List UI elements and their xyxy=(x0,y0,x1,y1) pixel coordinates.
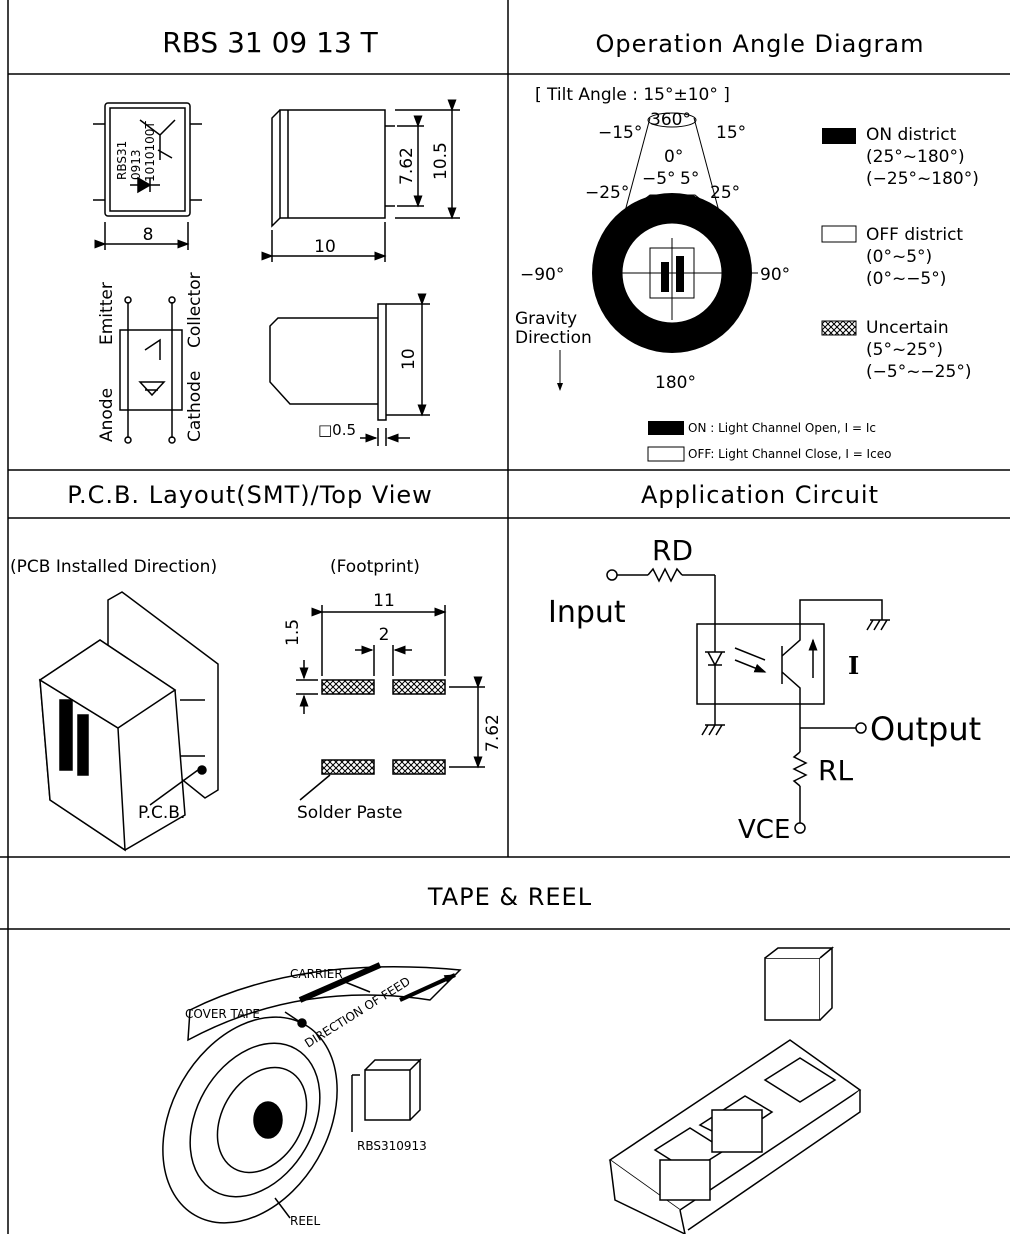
angle-p90: 90° xyxy=(760,265,790,285)
footprint-dim-762: 7.62 xyxy=(483,714,503,752)
pcb-layout-header: P.C.B. Layout(SMT)/Top View xyxy=(67,481,433,509)
reel-label: REEL xyxy=(290,1214,321,1228)
dim-length: 10 xyxy=(314,237,336,257)
package-front-view xyxy=(269,293,430,446)
angle-p25: 25° xyxy=(710,183,740,203)
footprint-label: (Footprint) xyxy=(330,557,420,577)
dim-height-762: 7.62 xyxy=(397,147,417,185)
angle-p15: 15° xyxy=(716,123,746,143)
part-number-label: RBS310913 xyxy=(357,1139,427,1153)
legend-off-range1: (0°~5°) xyxy=(866,247,932,267)
cover-tape-label: COVER TAPE xyxy=(185,1007,260,1021)
legend-uncertain: Uncertain xyxy=(866,318,949,338)
application-circuit-header: Application Circuit xyxy=(641,481,879,509)
part-number-title: RBS 31 09 13 T xyxy=(162,26,378,59)
carrier-label: CARRIER xyxy=(290,967,343,981)
gravity-label: Gravity xyxy=(515,309,577,329)
angle-180: 180° xyxy=(655,373,696,393)
internal-schematic xyxy=(119,296,183,444)
angle-360: 360° xyxy=(650,110,691,130)
legend-on: ON district xyxy=(866,125,957,145)
application-schematic xyxy=(606,567,890,834)
chip-mark-line3: 1010100T xyxy=(143,121,157,182)
pin-collector: Collector xyxy=(185,272,205,348)
angle-m25: −25° xyxy=(585,183,629,203)
pin-anode: Anode xyxy=(97,388,117,442)
pcb-3d-illustration xyxy=(38,591,219,852)
legend-uncertain-range2: (−5°~−25°) xyxy=(866,362,971,382)
carrier-tray-illustration xyxy=(608,946,862,1234)
footprint-dim-15: 1.5 xyxy=(283,619,303,646)
footprint-pads xyxy=(296,605,485,801)
legend-light-close: OFF: Light Channel Close, I = Iceo xyxy=(688,447,891,461)
angle-0: 0° xyxy=(664,147,683,167)
pin-emitter: Emitter xyxy=(97,282,117,345)
dim-side: 10 xyxy=(399,348,419,370)
tilt-angle-label: [ Tilt Angle : 15°±10° ] xyxy=(535,85,730,105)
pcb-label: P.C.B. xyxy=(138,803,185,823)
angle-ring-diagram xyxy=(557,112,758,391)
footprint-dim-11: 11 xyxy=(373,591,395,611)
angle-m90: −90° xyxy=(520,265,564,285)
output-label: Output xyxy=(870,710,981,748)
chip-mark-line1: RBS31 xyxy=(115,141,129,180)
reel-illustration xyxy=(162,962,462,1224)
footprint-dim-2: 2 xyxy=(379,625,390,645)
legend-off: OFF district xyxy=(866,225,963,245)
chip-mark-line2: 0913 xyxy=(129,149,143,180)
resistor-rd-label: RD xyxy=(652,534,693,567)
package-chip-marks: RBS31 0913 1010100T xyxy=(115,121,157,182)
solder-paste-label: Solder Paste xyxy=(297,803,402,823)
tape-reel-header: TAPE & REEL xyxy=(427,883,592,911)
vce-label: VCE xyxy=(738,815,790,845)
legend-light-open: ON : Light Channel Open, I = Ic xyxy=(688,421,876,435)
current-label: I xyxy=(848,651,859,680)
angle-legend: ON district (25°~180°) (−25°~180°) OFF d… xyxy=(647,125,979,462)
legend-off-range2: (0°~−5°) xyxy=(866,269,946,289)
dim-height-105: 10.5 xyxy=(431,142,451,180)
legend-uncertain-range1: (5°~25°) xyxy=(866,340,943,360)
legend-on-range1: (25°~180°) xyxy=(866,147,965,167)
pin-cathode: Cathode xyxy=(185,371,205,442)
angle-m15: −15° xyxy=(598,123,642,143)
input-label: Input xyxy=(548,595,626,630)
dim-width: 8 xyxy=(143,225,154,245)
angle-m5: −5° xyxy=(642,169,676,189)
package-top-view xyxy=(93,102,202,250)
dim-thickness: □0.5 xyxy=(318,421,356,439)
direction-label: Direction xyxy=(515,328,592,348)
resistor-rl-label: RL xyxy=(818,754,853,787)
angle-diagram-header: Operation Angle Diagram xyxy=(595,30,924,58)
package-side-view xyxy=(261,99,460,262)
legend-on-range2: (−25°~180°) xyxy=(866,169,979,189)
pcb-installed-label: (PCB Installed Direction) xyxy=(10,557,217,577)
angle-p5: 5° xyxy=(680,169,699,189)
